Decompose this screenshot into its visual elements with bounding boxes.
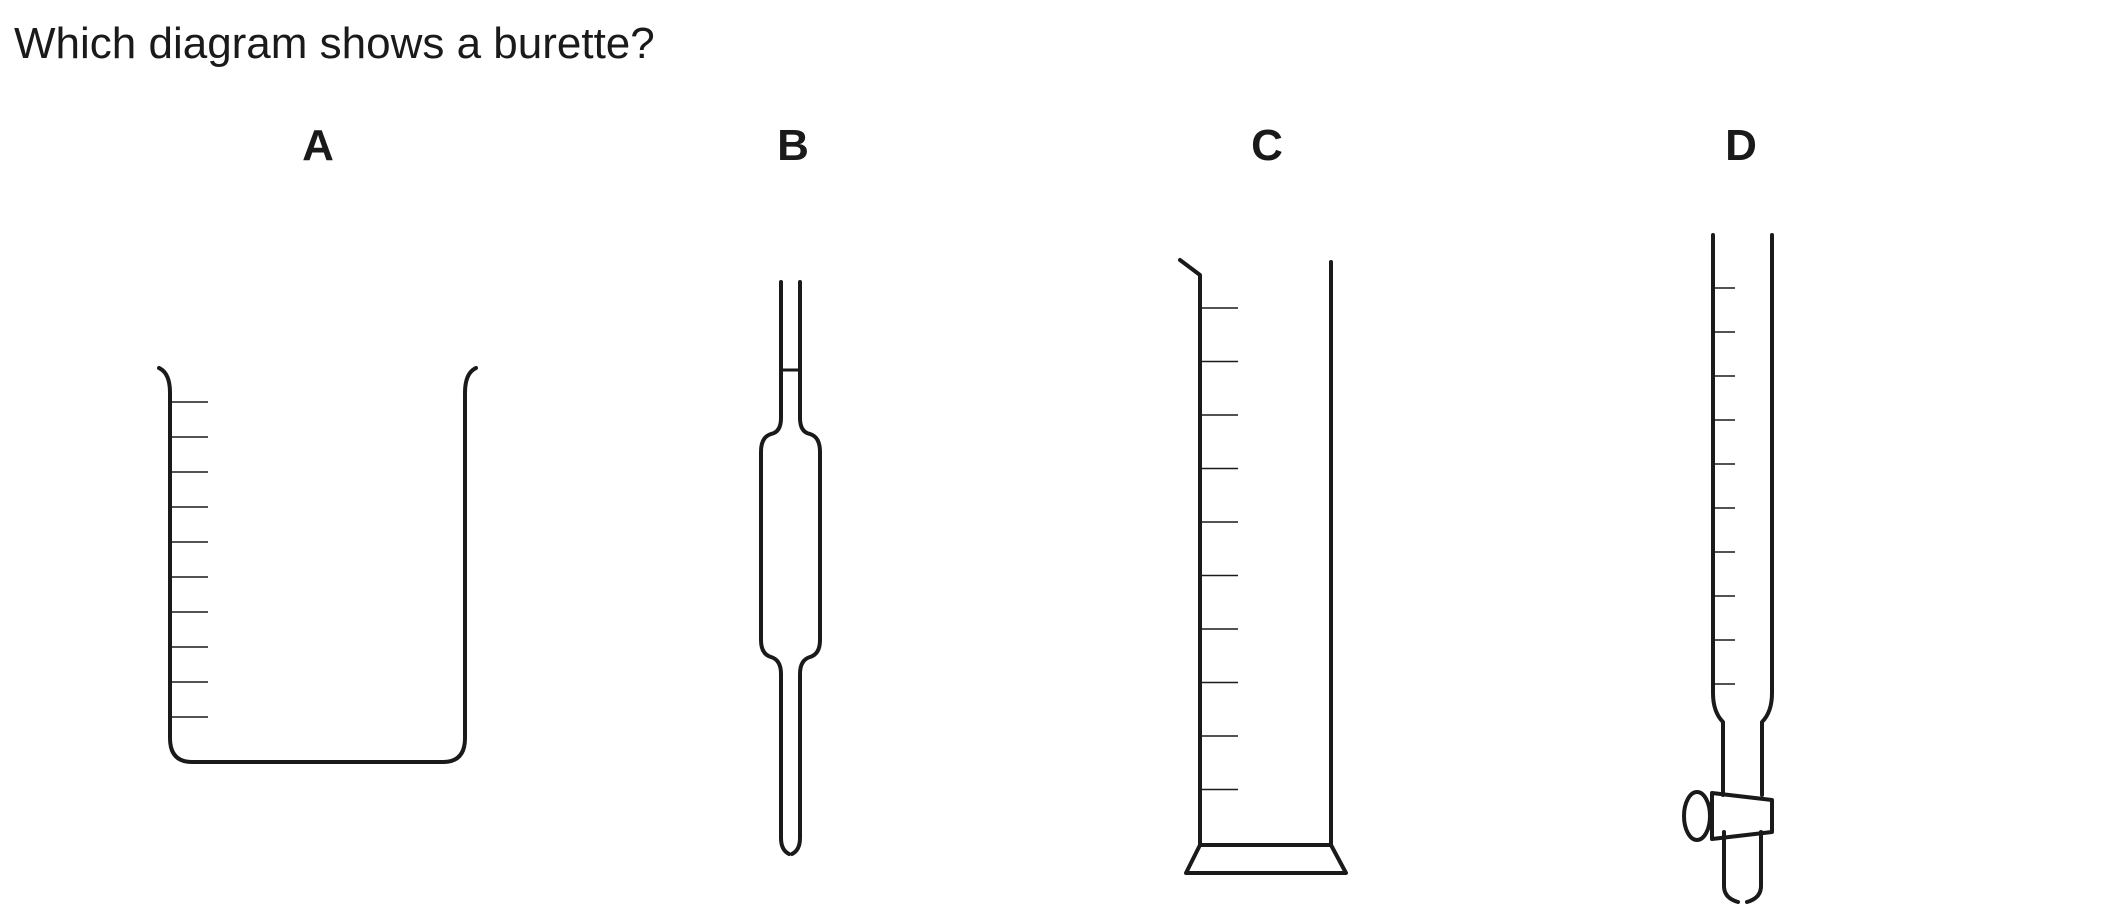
beaker-diagram[interactable] — [157, 366, 478, 764]
burette-stopcock — [1710, 791, 1774, 841]
beaker-outline — [157, 366, 478, 764]
cylinder-spout — [1178, 258, 1202, 847]
burette-diagram[interactable] — [1682, 233, 1774, 904]
cylinder-graduations — [1200, 307, 1238, 791]
burette-tip — [1722, 830, 1763, 904]
option-label-b[interactable]: B — [777, 121, 809, 170]
burette-graduations — [1713, 287, 1735, 685]
stopcock-knob — [1682, 790, 1712, 842]
cylinder-base — [1184, 843, 1348, 875]
question-text: Which diagram shows a burette? — [14, 19, 655, 68]
measuring-cylinder-diagram[interactable] — [1178, 258, 1348, 875]
pipette-diagram[interactable] — [759, 280, 822, 856]
burette-tube — [1711, 233, 1774, 797]
option-label-d[interactable]: D — [1725, 121, 1757, 170]
pipette-outline — [759, 280, 822, 856]
option-label-a[interactable]: A — [302, 121, 334, 170]
option-label-c[interactable]: C — [1251, 121, 1283, 170]
beaker-graduations — [170, 401, 208, 718]
